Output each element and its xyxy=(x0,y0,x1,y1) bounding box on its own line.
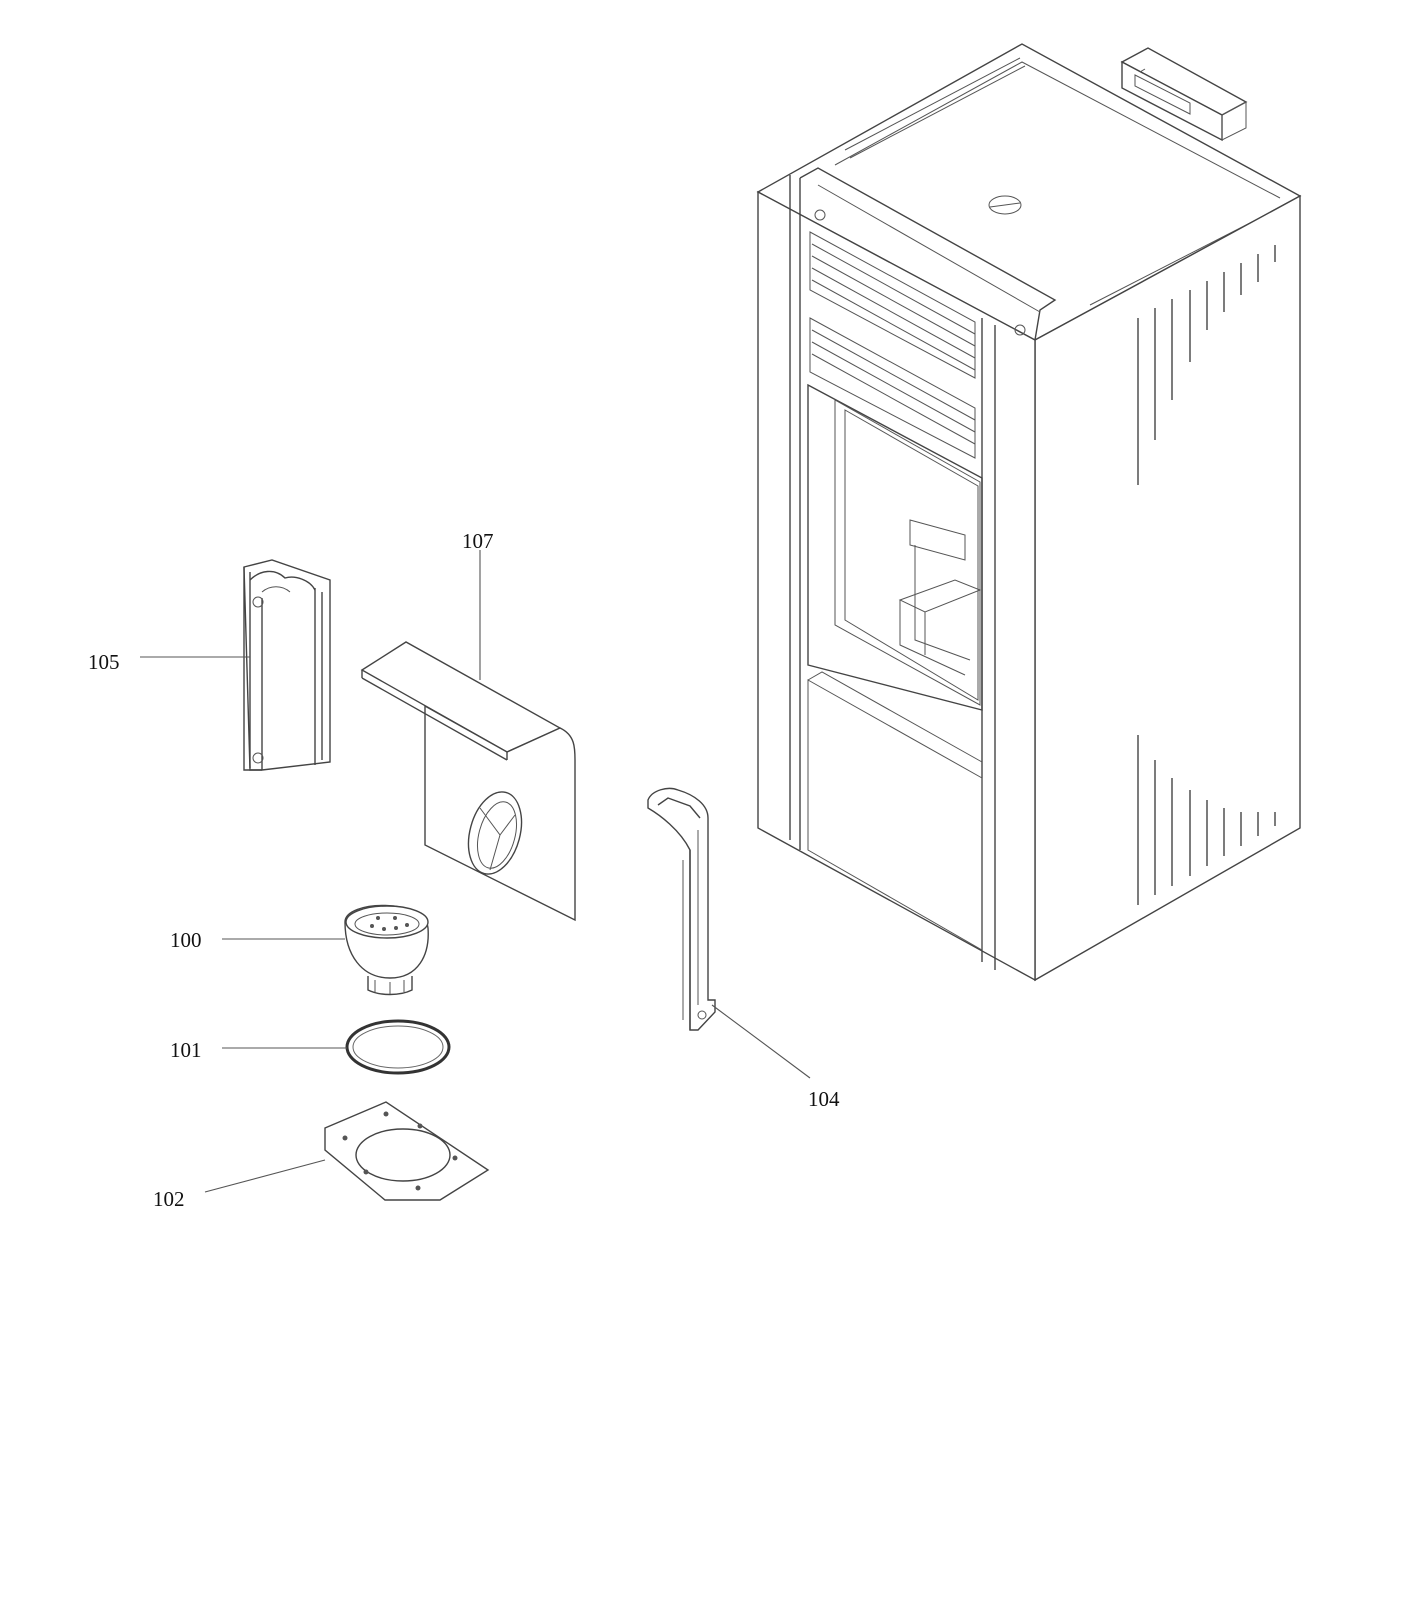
part-107-deflector xyxy=(360,641,576,922)
stove-body xyxy=(756,43,1302,982)
callout-101: 101 xyxy=(170,1038,202,1062)
front-louvres-upper xyxy=(809,231,976,379)
callout-104: 104 xyxy=(808,1087,840,1111)
display-panel xyxy=(1120,47,1248,142)
ash-panel xyxy=(807,679,983,951)
callout-105: 105 xyxy=(88,650,120,674)
part-100-burner-pot xyxy=(344,904,429,996)
front-louvres-lower xyxy=(809,317,976,459)
callout-107: 107 xyxy=(462,529,494,553)
part-105-bracket xyxy=(243,559,331,771)
stove-front-face xyxy=(757,190,1036,982)
part-101-gasket xyxy=(345,1019,451,1075)
fire-door-window xyxy=(807,383,983,711)
side-vents-lower xyxy=(1137,735,1276,905)
part-102-plate xyxy=(324,1101,490,1201)
leader-lines xyxy=(140,550,811,1193)
callout-100: 100 xyxy=(170,928,202,952)
callout-102: 102 xyxy=(153,1187,185,1211)
part-104-rail xyxy=(647,787,716,1031)
side-vents-upper xyxy=(1137,245,1276,485)
